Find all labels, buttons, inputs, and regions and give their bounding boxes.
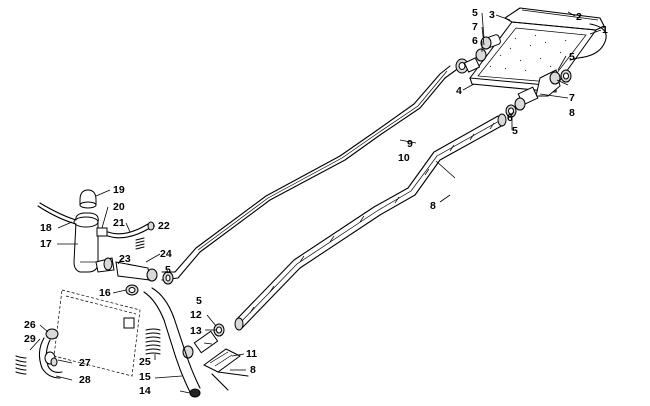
callout-24: 24 (160, 248, 172, 260)
spring-clamp-25 (145, 328, 161, 355)
callout-5a: 5 (472, 7, 478, 19)
callout-4: 4 (456, 85, 462, 97)
callout-7b: 7 (569, 92, 575, 104)
callout-25: 25 (139, 356, 151, 368)
callout-6b: 6 (507, 112, 513, 124)
callout-20: 20 (113, 201, 125, 213)
callout-5e: 5 (196, 295, 202, 307)
callout-6a: 6 (472, 35, 478, 47)
callout-11: 11 (246, 348, 257, 360)
radiator-panel (53, 289, 141, 377)
callout-29: 29 (24, 333, 36, 345)
callout-8b: 8 (430, 200, 436, 212)
lower-coupling-assembly (182, 323, 249, 391)
radiator-hose-15 (143, 287, 201, 398)
callout-16: 16 (99, 287, 111, 299)
callout-8a: 8 (569, 107, 575, 119)
cooling-tube-lower (234, 113, 507, 331)
callout-10: 10 (398, 152, 410, 164)
callout-15: 15 (139, 371, 151, 383)
callout-23: 23 (119, 253, 131, 265)
spring-clamp-24 (135, 237, 145, 250)
callout-17: 17 (40, 238, 52, 250)
callout-8c: 8 (250, 364, 256, 376)
callout-22: 22 (158, 220, 170, 232)
overflow-hose-21 (107, 221, 155, 239)
coolant-reservoir (37, 189, 115, 273)
callout-9: 9 (407, 138, 413, 150)
callout-3: 3 (489, 9, 495, 21)
callout-12: 12 (190, 309, 202, 321)
lower-fitting-right (505, 69, 572, 118)
callout-2: 2 (576, 11, 582, 23)
cooling-tube-upper (161, 65, 457, 281)
callout-5c: 5 (512, 125, 518, 137)
callout-18: 18 (40, 222, 52, 234)
callout-14: 14 (139, 385, 151, 397)
callout-19: 19 (113, 184, 125, 196)
callout-1: 1 (602, 24, 608, 36)
callout-21: 21 (113, 217, 125, 229)
callout-7a: 7 (472, 21, 478, 33)
leader-lines (29, 11, 602, 394)
callout-5d: 5 (165, 264, 171, 276)
callout-27: 27 (79, 357, 91, 369)
callout-26: 26 (24, 319, 36, 331)
callout-28: 28 (79, 374, 91, 386)
callout-5b: 5 (569, 51, 575, 63)
callout-13: 13 (190, 325, 202, 337)
drain-fitting-assembly (15, 328, 63, 379)
clamp-16 (125, 284, 139, 296)
callout-labels: 1 2 3 4 5 5 5 5 5 6 6 7 7 8 8 8 9 10 11 … (24, 7, 608, 397)
